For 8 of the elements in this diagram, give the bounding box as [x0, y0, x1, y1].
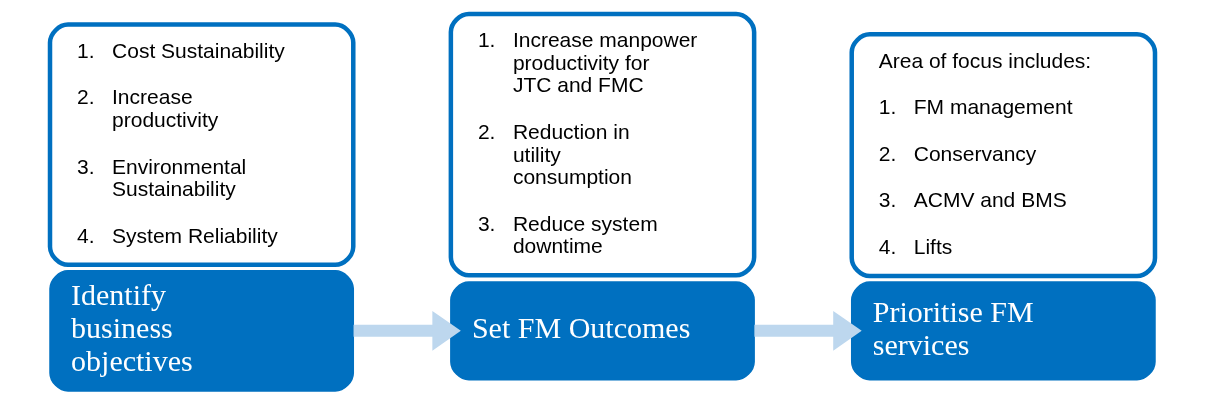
arrow — [353, 310, 461, 351]
node-box: Prioritise FM services — [850, 281, 1156, 381]
node-box: Identify business objectives — [49, 270, 355, 392]
node-box: 1. Cost Sustainability 2. Increase productivity 3. Environmental Sustainability 4. System Reliability — [47, 22, 356, 268]
arrow — [754, 310, 862, 351]
node-box: Area of focus includes: 1. FM management 2. Conservancy 3. ACMV and BMS 4. Lifts — [849, 32, 1158, 279]
node-box: 1. Increase manpower productivity for JTC and FMC 2. Reduction in utility consumption 3. Reduce system downtime — [448, 11, 757, 278]
node-box: Set FM Outcomes — [450, 281, 755, 381]
